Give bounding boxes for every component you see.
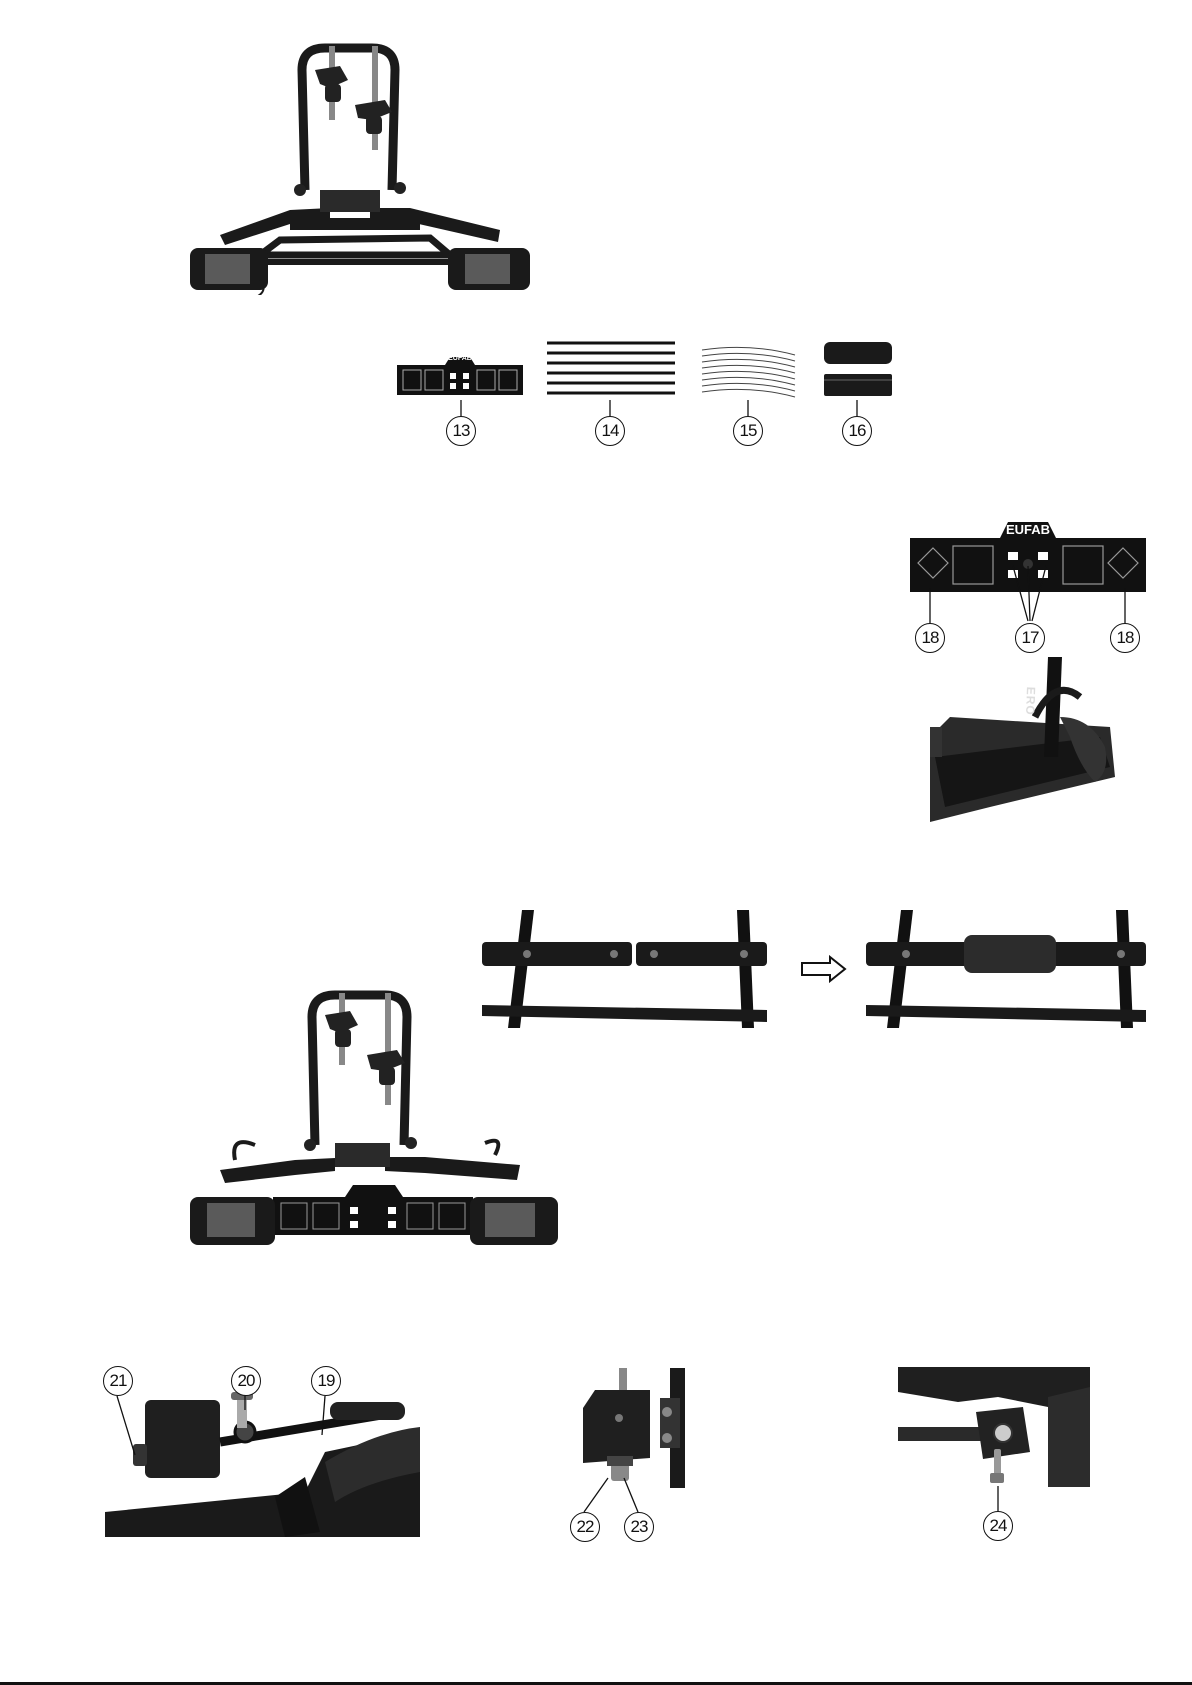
leader-line-24	[0, 0, 1192, 1540]
callout-24: 24	[983, 1511, 1013, 1541]
